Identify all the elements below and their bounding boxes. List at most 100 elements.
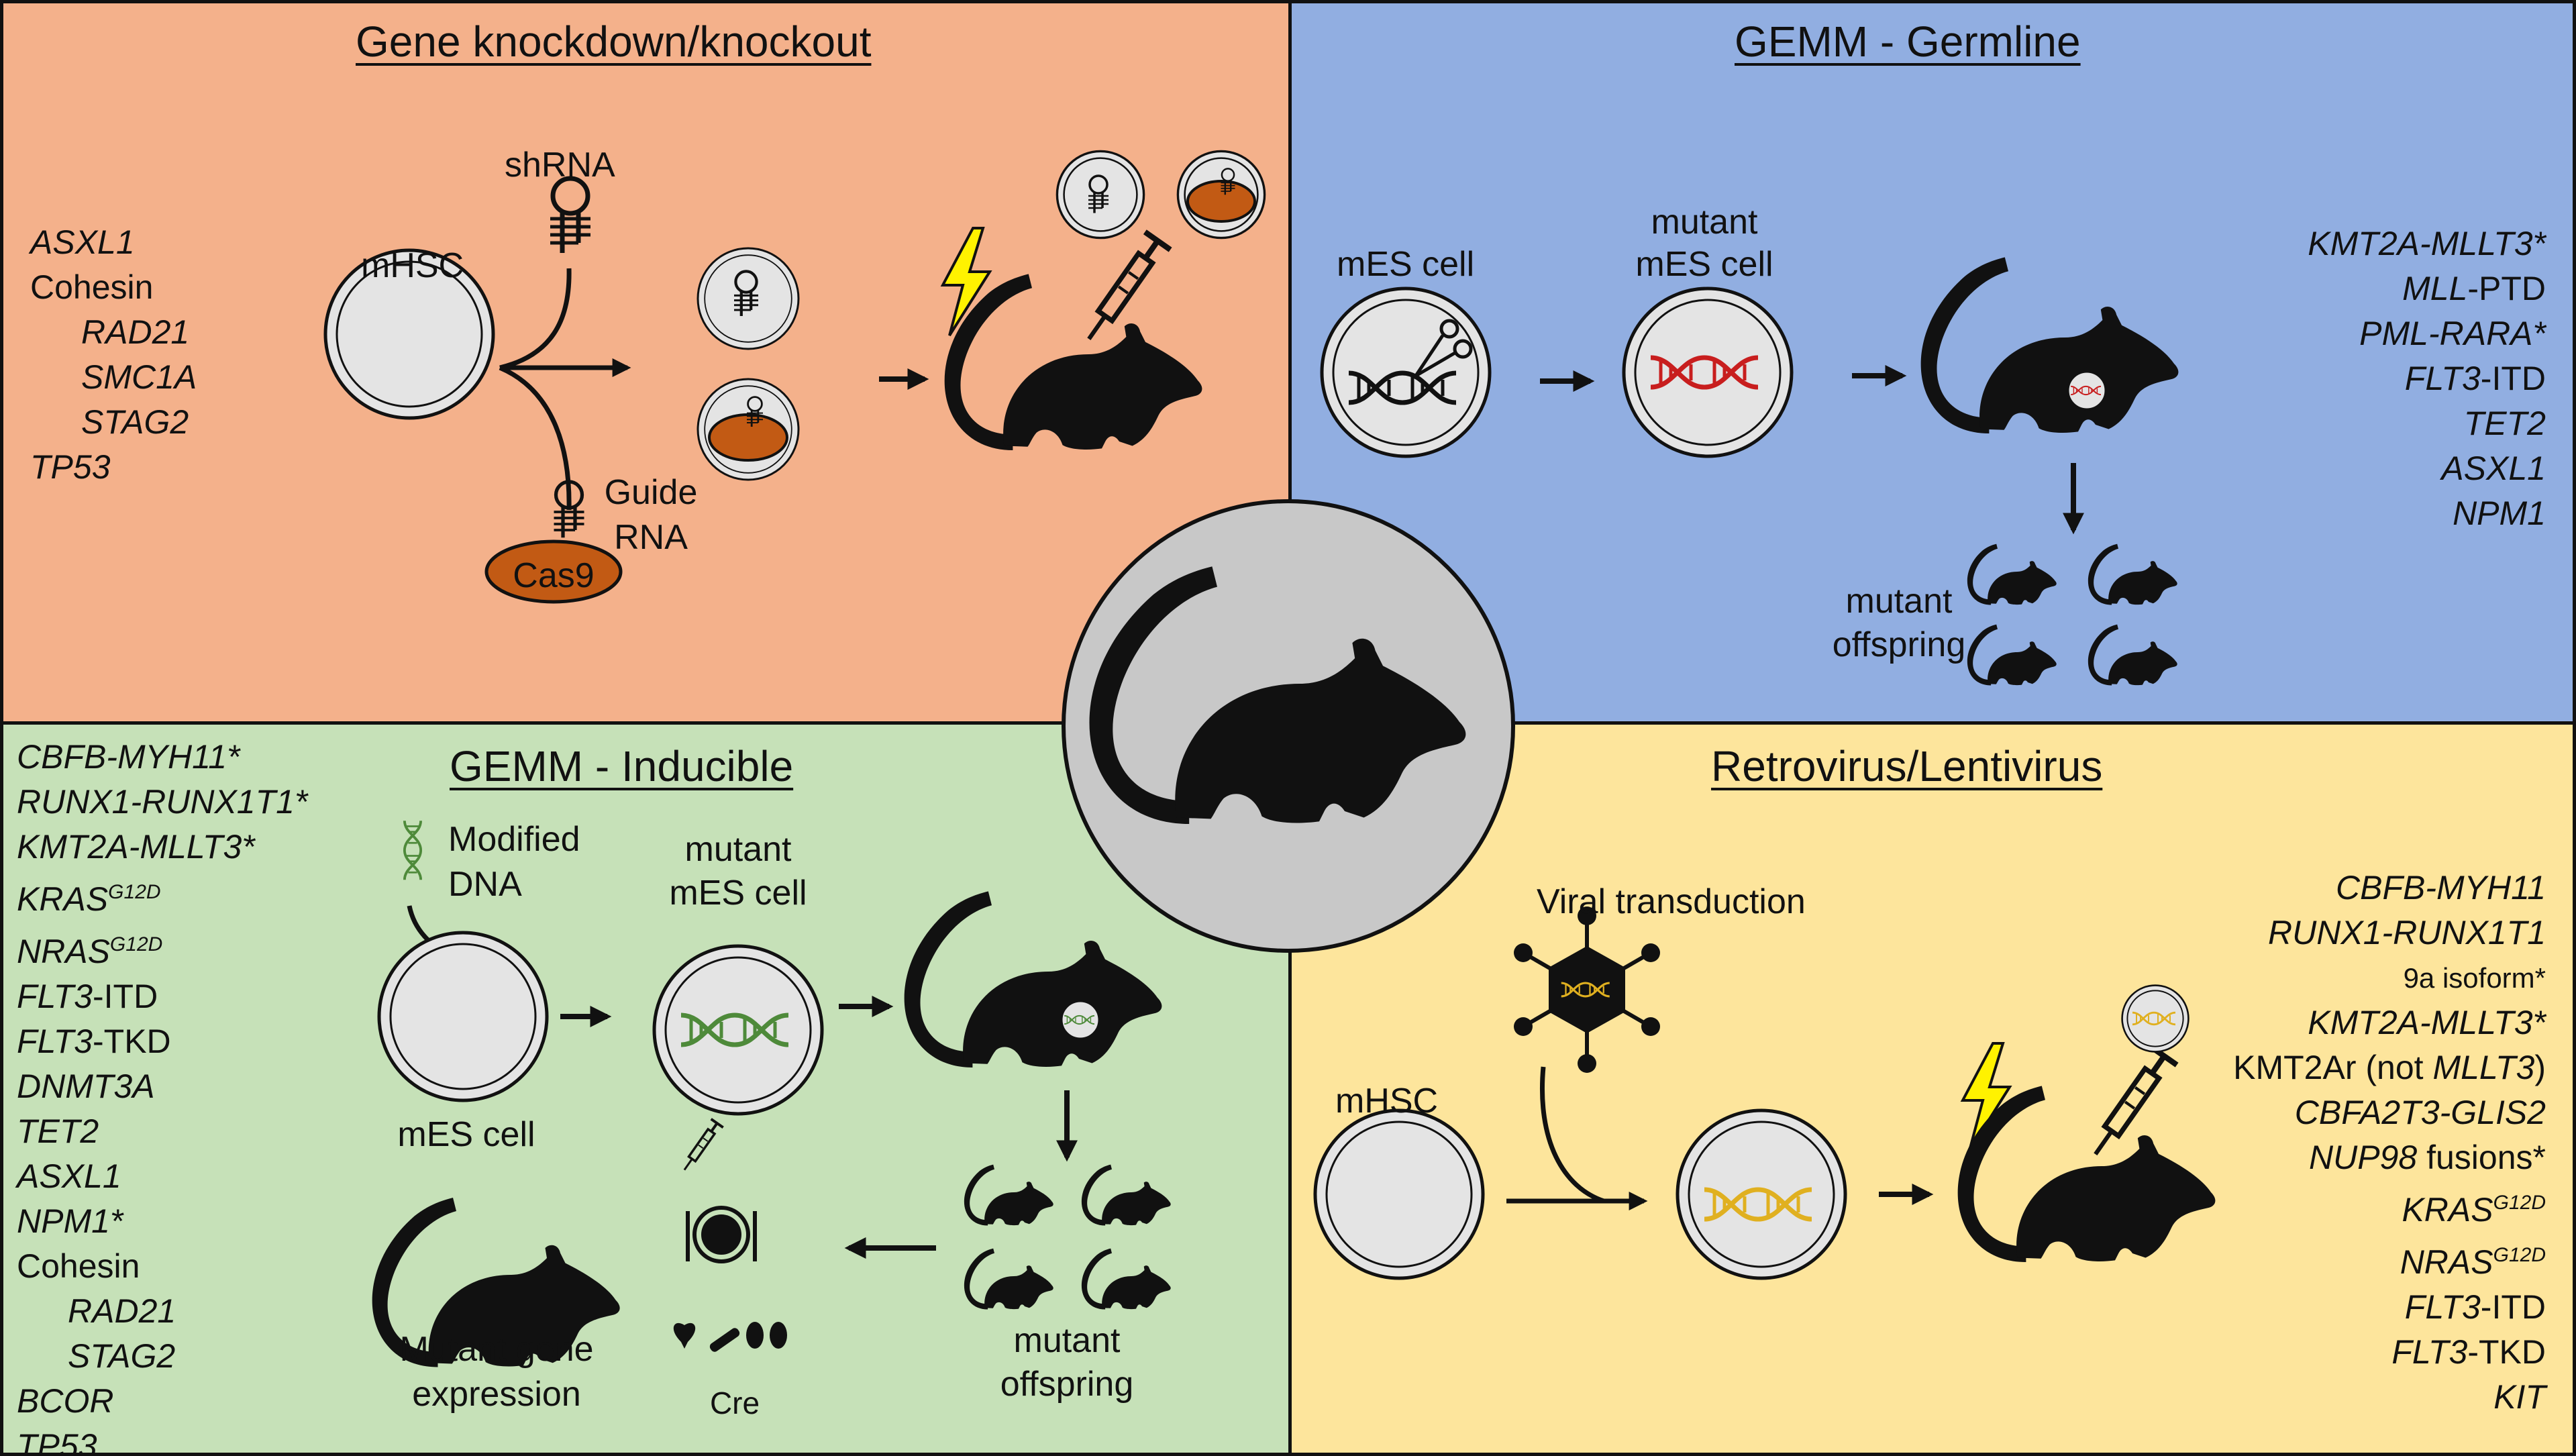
panel-title-inducible: GEMM - Inducible — [450, 742, 794, 790]
gene-name: KRAS — [2402, 1191, 2493, 1229]
mes-cell-label: mES cell — [1337, 245, 1475, 284]
gene-list-item: KMT2A-MLLT3* — [2308, 221, 2546, 266]
gene-list-item: KMT2A-MLLT3* — [17, 825, 307, 870]
gene-name: TET2 — [2463, 405, 2546, 442]
retro-syringe-icon — [2096, 1047, 2177, 1154]
inducible-mutant-mes-cell-icon — [654, 946, 822, 1114]
gene-mutation: G12D — [2493, 1192, 2546, 1214]
gene-name: PML-RARA* — [2359, 315, 2546, 352]
gene-list-item: SMC1A — [81, 358, 197, 396]
gene-list-item: KIT — [2233, 1375, 2546, 1420]
gene-name: FLT3 — [17, 1023, 93, 1060]
mutant-mes-label: mES cell — [1635, 245, 1773, 284]
rna-label: RNA — [614, 518, 688, 557]
shrna-hairpin-icon — [550, 178, 590, 253]
gene-list-item: KRASG12D — [2233, 1180, 2546, 1233]
cre-organs-icon — [673, 1322, 787, 1352]
gene-name: KMT2A-MLLT3* — [17, 828, 255, 866]
cas9-label: Cas9 — [513, 556, 595, 595]
gene-name: KMT2A-MLLT3* — [2308, 1004, 2546, 1041]
mutant-label: mutant — [1651, 203, 1758, 242]
gene-name: MLL — [2402, 270, 2468, 307]
gene-list-item: TP53 — [30, 448, 111, 486]
gene-list-item: RAD21 — [81, 313, 190, 351]
gene-name: CBFB-MYH11 — [2335, 869, 2546, 906]
gene-list-item: CBFB-MYH11 — [2233, 866, 2546, 911]
syringe-icon — [1089, 232, 1170, 339]
cas9-cell-icon — [708, 413, 788, 462]
gene-suffix: -PTD — [2467, 270, 2546, 307]
germline-mouse-icon — [1920, 257, 2179, 433]
mutant-mes-cell-icon — [1624, 289, 1792, 456]
gene-name: TET2 — [17, 1112, 99, 1150]
gene-name: RUNX1-RUNX1T1* — [17, 783, 308, 821]
inducible-mes-label: mES cell — [397, 1115, 535, 1154]
gene-list-item: NRASG12D — [2233, 1233, 2546, 1285]
retro-mouse-icon — [1957, 1086, 2216, 1262]
gene-list-item: RAD21 — [17, 1289, 307, 1334]
gene-list-item: DNMT3A — [17, 1064, 307, 1109]
gene-name: KIT — [2493, 1378, 2546, 1416]
gene-list-item: TP53 — [17, 1424, 307, 1456]
gene-list-item: STAG2 — [17, 1334, 307, 1379]
gene-list-item: TET2 — [2308, 401, 2546, 446]
modified-dna-icon — [403, 819, 423, 882]
gene-name: CBFA2T3-GLIS2 — [2294, 1094, 2546, 1131]
guide-label: Guide — [604, 473, 698, 512]
gene-list-item: NUP98 fusions* — [2233, 1135, 2546, 1180]
gene-suffix: (not MLLT3) — [2356, 1049, 2546, 1086]
gene-list-item: KRASG12D — [17, 870, 307, 922]
panel-title-knockdown: Gene knockdown/knockout — [356, 17, 872, 66]
gene-name: TP53 — [17, 1427, 97, 1456]
gene-name: DNMT3A — [17, 1068, 155, 1105]
panel-inducible — [0, 721, 1292, 1456]
inducible-mes-cell-icon — [379, 933, 547, 1100]
gene-list-item: Cohesin — [17, 1244, 307, 1289]
retro-mhsc-cell-icon — [1315, 1110, 1483, 1278]
gene-list-item: STAG2 — [81, 403, 189, 441]
gene-name: ASXL1 — [17, 1157, 121, 1195]
transduced-cell-icon — [1678, 1110, 1845, 1278]
mhsc-label: mHSC — [361, 246, 464, 285]
gene-list-item: RUNX1-RUNX1T1 — [2233, 911, 2546, 955]
gene-list-item: NPM1* — [17, 1199, 307, 1244]
gene-name: FLT3 — [2391, 1333, 2468, 1371]
inducible-mouse-icon — [904, 891, 1162, 1068]
gene-list-item: MLL-PTD — [2308, 266, 2546, 311]
panel-retrovirus — [1288, 721, 2576, 1456]
gene-suffix: fusions* — [2417, 1139, 2546, 1176]
offspring-label: offspring — [1832, 625, 1966, 664]
gene-list-item: FLT3-ITD — [2233, 1285, 2546, 1330]
gene-name: STAG2 — [68, 1337, 176, 1375]
gene-name: CBFB-MYH11* — [17, 738, 240, 776]
gene-name: Cohesin — [17, 1247, 140, 1285]
gene-name: FLT3 — [2404, 1288, 2481, 1326]
cre-food-icon — [686, 1206, 757, 1263]
gene-name: NRAS — [2400, 1243, 2493, 1281]
gene-list-item: CBFA2T3-GLIS2 — [2233, 1090, 2546, 1135]
gene-list-item: PML-RARA* — [2308, 311, 2546, 356]
gene-list-item: NPM1 — [2308, 491, 2546, 536]
gene-list-item: KMT2A-MLLT3* — [2233, 1000, 2546, 1045]
cre-syringe-icon — [682, 1117, 725, 1172]
gene-suffix: -ITD — [2480, 360, 2546, 397]
gene-name: ASXL1 — [2441, 450, 2546, 487]
gene-name: RAD21 — [68, 1292, 176, 1330]
gene-name: RUNX1-RUNX1T1 — [2268, 914, 2546, 951]
panel-title-germline: GEMM - Germline — [1735, 17, 2081, 66]
gene-name: KRAS — [17, 880, 109, 918]
scissors-icon — [1414, 319, 1473, 378]
gene-mutation: G12D — [109, 933, 163, 955]
inducible-offspring-label: offspring — [1000, 1365, 1134, 1404]
gene-list-item: FLT3-ITD — [17, 974, 307, 1019]
gene-list-item: RUNX1-RUNX1T1* — [17, 780, 307, 825]
gene-list-item: NRASG12D — [17, 922, 307, 974]
gene-list-item: KMT2Ar (not MLLT3) — [2233, 1045, 2546, 1090]
gene-list-item: ASXL1 — [30, 223, 135, 261]
gene-list-item: FLT3-TKD — [17, 1019, 307, 1064]
